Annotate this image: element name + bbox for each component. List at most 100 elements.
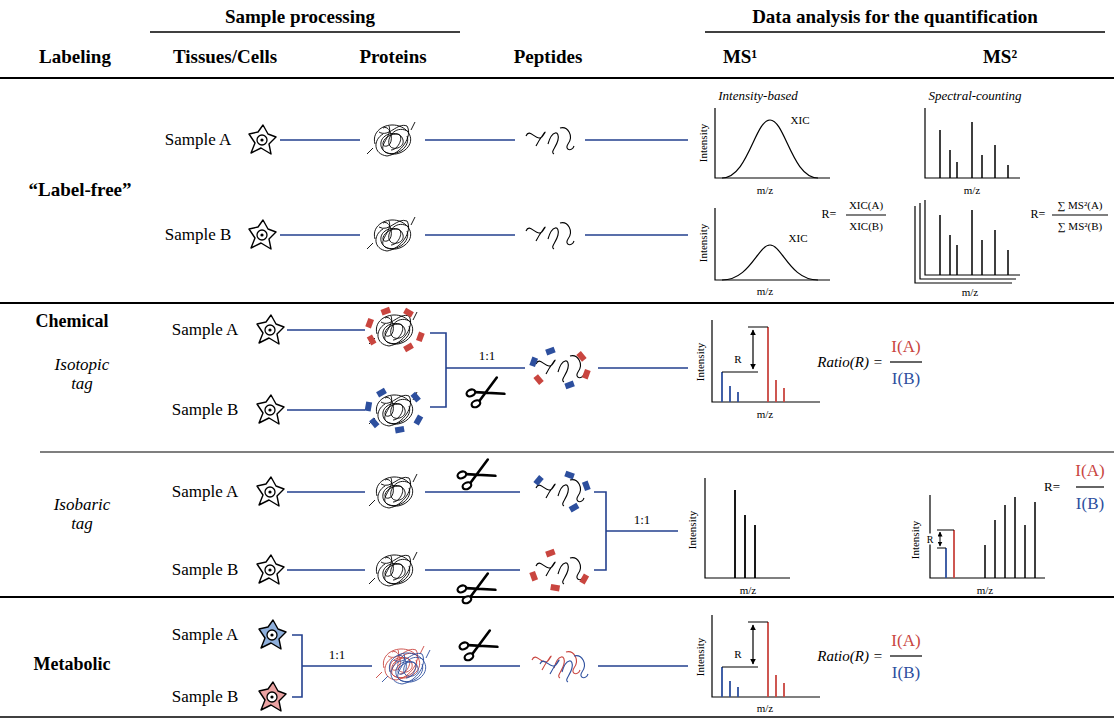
- figure-label: Isotopic tag: [45, 356, 119, 393]
- isotope-tag: [529, 357, 538, 368]
- cell-icons: [249, 125, 286, 711]
- isotope-tag: [564, 471, 575, 480]
- isotope-tag: [416, 332, 425, 343]
- isotope-tag: [529, 571, 538, 582]
- isotope-tag: [369, 417, 379, 428]
- figure-label: R: [733, 648, 742, 660]
- figure-label: ∑ MS²(B): [1057, 220, 1103, 232]
- cell-icon: [249, 125, 276, 154]
- precursor-peaks: [735, 490, 755, 578]
- figure-label: m/z: [976, 584, 995, 596]
- figure-label: Metabolic: [33, 655, 112, 675]
- heavy-peaks: [768, 622, 784, 697]
- plot-axes: [712, 320, 820, 402]
- cell-icon-blue: [259, 620, 286, 649]
- isotope-tag: [550, 584, 560, 591]
- fragment-peaks: [985, 497, 1035, 578]
- figure-label: I(A): [890, 632, 921, 651]
- xic-peak: [722, 120, 818, 178]
- protein-icon-blue: [382, 650, 430, 684]
- figure-label: Intensity: [694, 342, 706, 383]
- isobaric-plots: [705, 478, 1104, 578]
- protein-icon: [369, 552, 417, 586]
- protein-icon: [367, 122, 415, 156]
- figure-label: XIC(B): [848, 220, 884, 232]
- isotope-tag: [582, 369, 591, 380]
- row-separator: [0, 716, 1114, 718]
- flow-lines: [280, 140, 688, 697]
- figure-label: Sample A: [171, 483, 240, 502]
- light-peaks: [722, 372, 738, 402]
- isotope-tag: [582, 481, 591, 492]
- figure-label: ∑ MS²(A): [1056, 199, 1103, 211]
- cell-icon: [257, 477, 284, 506]
- isotope-tag: [376, 388, 387, 398]
- header-text: Sample processing: [224, 7, 376, 28]
- metabolic-plot: [712, 615, 922, 697]
- figure-label: Sample A: [171, 321, 240, 340]
- peptide-icon-blue: [540, 656, 588, 682]
- isotope-tag: [410, 392, 420, 403]
- figure-label: 1:1: [328, 648, 347, 662]
- isotope-tag: [403, 308, 414, 318]
- ratio-guides: [937, 530, 954, 548]
- column-header: Proteins: [358, 47, 427, 68]
- plot-axes: [925, 108, 1020, 178]
- spectrum-peaks: [940, 122, 1008, 178]
- row-separator: [0, 77, 1114, 79]
- isotope-tag: [365, 402, 372, 412]
- isotope-tag: [365, 318, 374, 329]
- peptide-icon: [536, 558, 584, 584]
- figure-label: Isobaric tag: [45, 496, 119, 533]
- ratio-arrow: [752, 625, 753, 664]
- column-header: Peptides: [513, 47, 584, 68]
- flow-line: [280, 234, 688, 236]
- reporter-peak-blue: [945, 548, 947, 578]
- isotope-tag: [569, 503, 580, 513]
- figure-label: R=: [1030, 208, 1047, 221]
- ratio-arrow: [752, 330, 753, 369]
- plot-axes: [715, 208, 830, 280]
- isotope-tag: [564, 381, 575, 390]
- figure-label: Intensity: [697, 123, 709, 164]
- scissors-icon: [458, 630, 497, 661]
- figure-label: m/z: [756, 184, 775, 196]
- figure-label: Sample B: [164, 226, 233, 245]
- isotope-tags: [365, 307, 591, 592]
- figure-label: Chemical: [35, 312, 110, 332]
- figure-label: Intensity: [909, 520, 921, 561]
- cell-icon: [257, 395, 284, 424]
- peptide-icon: [526, 223, 574, 249]
- flow-line: [280, 139, 688, 141]
- fraction-bar: [890, 361, 922, 362]
- row-separator: [40, 451, 1114, 452]
- fraction-bar: [846, 214, 886, 215]
- isotope-tag: [403, 342, 414, 352]
- figure-label: Spectral-counting: [927, 89, 1022, 103]
- cell-icon: [257, 315, 284, 344]
- figure-label: Ratio(R) =: [816, 648, 884, 665]
- ratio-arrow: [940, 532, 941, 546]
- figure-label: I(A): [890, 338, 921, 357]
- figure-label: R: [926, 534, 935, 545]
- protein-icon: [367, 217, 415, 251]
- figure-label: I(B): [1075, 495, 1105, 514]
- figure-label: m/z: [961, 286, 980, 298]
- figure-label: Sample B: [171, 401, 240, 420]
- figure-label: Intensity-based: [717, 89, 798, 103]
- plot-axes: [920, 203, 1016, 279]
- isotope-tag: [533, 374, 543, 385]
- light-peaks: [722, 667, 738, 697]
- column-header: Tissues/Cells: [172, 47, 278, 68]
- plot-axes: [930, 495, 1045, 578]
- plot-axes: [915, 206, 1012, 283]
- isotope-tag: [545, 347, 556, 356]
- figure-label: Sample A: [164, 131, 233, 150]
- figure-label: “Label-free”: [27, 180, 132, 201]
- figure-label: R=: [1043, 480, 1061, 494]
- figure-label: Intensity: [694, 637, 706, 678]
- protein-icon: [369, 312, 417, 346]
- peptide-icon: [536, 480, 584, 506]
